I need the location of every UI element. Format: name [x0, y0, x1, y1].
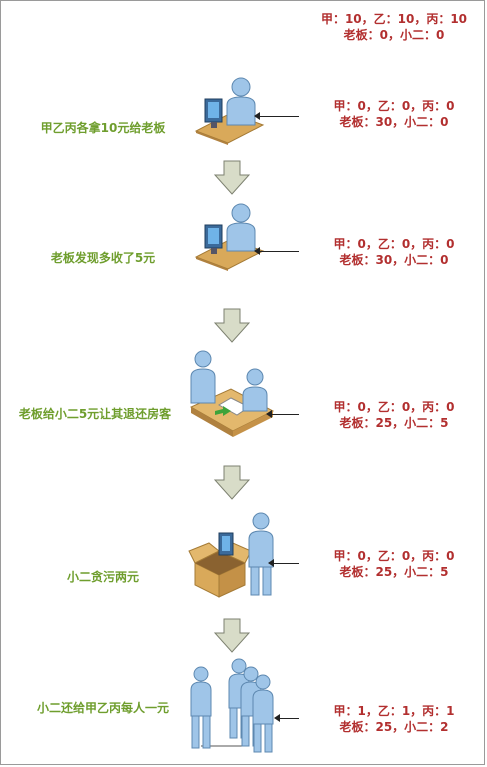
- down-arrow-icon: [213, 160, 251, 195]
- step-1-label: 甲乙丙各拿10元给老板: [40, 121, 166, 135]
- pointer-line: [268, 559, 299, 567]
- pointer-line: [266, 410, 299, 418]
- step-3-label: 老板给小二5元让其退还房客: [18, 407, 172, 421]
- status-amounts: 甲：0，乙：0，丙：0: [333, 549, 455, 563]
- status-step-4: 甲：0，乙：0，丙：0 老板：25，小二：5: [299, 548, 487, 580]
- person-at-computer-icon: [194, 203, 265, 271]
- step-5-label: 小二还给甲乙丙每人一元: [36, 701, 169, 715]
- pointer-line: [274, 714, 299, 722]
- step-4-label: 小二贪污两元: [66, 570, 139, 584]
- status-holders: 老板：30，小二：0: [339, 253, 449, 267]
- person-at-computer-icon: [194, 77, 265, 145]
- pointer-line: [254, 247, 299, 255]
- status-step-2: 甲：0，乙：0，丙：0 老板：30，小二：0: [299, 236, 487, 268]
- status-amounts: 甲：0，乙：0，丙：0: [333, 237, 455, 251]
- down-arrow-icon: [213, 465, 251, 500]
- status-holders: 老板：30，小二：0: [339, 115, 449, 129]
- open-box-person-icon: [188, 512, 274, 598]
- handover-desk-icon: [189, 350, 275, 437]
- status-holders: 老板：25，小二：5: [339, 565, 449, 579]
- status-step-3: 甲：0，乙：0，丙：0 老板：25，小二：5: [299, 399, 487, 431]
- status-step-1: 甲：0，乙：0，丙：0 老板：30，小二：0: [299, 98, 487, 130]
- status-holders: 老板：0，小二：0: [343, 28, 445, 42]
- status-holders: 老板：25，小二：5: [339, 416, 449, 430]
- status-initial: 甲：10，乙：10，丙：10 老板：0，小二：0: [299, 11, 487, 43]
- group-of-people-icon: [190, 658, 274, 753]
- down-arrow-icon: [213, 308, 251, 343]
- status-step-5: 甲：1，乙：1，丙：1 老板：25，小二：2: [299, 703, 487, 735]
- status-holders: 老板：25，小二：2: [339, 720, 449, 734]
- pointer-line: [254, 112, 299, 120]
- status-amounts: 甲：10，乙：10，丙：10: [320, 12, 468, 26]
- step-2-label: 老板发现多收了5元: [50, 251, 156, 265]
- status-amounts: 甲：0，乙：0，丙：0: [333, 99, 455, 113]
- status-amounts: 甲：1，乙：1，丙：1: [333, 704, 455, 718]
- down-arrow-icon: [213, 618, 251, 653]
- status-amounts: 甲：0，乙：0，丙：0: [333, 400, 455, 414]
